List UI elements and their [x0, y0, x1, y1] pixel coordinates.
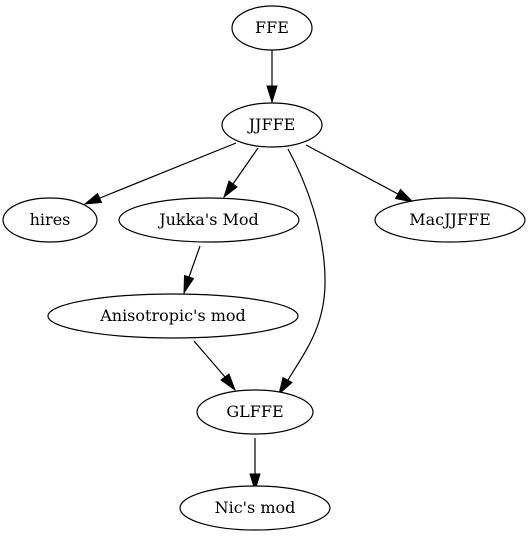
- edge-jjffe-to-hires: [83, 142, 237, 205]
- node-anisotropics-mod: Anisotropic's mod: [47, 293, 299, 339]
- node-label-macjjffe: MacJJFFE: [409, 210, 491, 229]
- node-macjjffe: MacJJFFE: [374, 197, 526, 243]
- edge-ffe-to-jjffe: [266, 50, 278, 104]
- node-label-ffe: FFE: [255, 18, 289, 37]
- node-label-glffe: GLFFE: [226, 402, 283, 421]
- node-label-nics-mod: Nic's mod: [215, 498, 296, 517]
- edge-jjffe-to-jukka: [223, 147, 259, 199]
- node-label-jjffe: JJFFE: [247, 115, 296, 134]
- edge-jukka-to-aniso: [183, 245, 201, 295]
- edge-glffe-to-nic: [249, 438, 261, 492]
- node-jukkas-mod: Jukka's Mod: [118, 197, 300, 243]
- nodes-layer: FFE JJFFE hires Jukka's Mod MacJJFFE Ani…: [2, 5, 526, 531]
- edge-jjffe-to-glffe: [278, 148, 326, 396]
- edge-jjffe-to-macjjffe: [305, 144, 415, 203]
- node-glffe: GLFFE: [196, 389, 314, 435]
- node-label-jukkas-mod: Jukka's Mod: [157, 210, 259, 229]
- edges-layer: [83, 50, 415, 492]
- node-ffe: FFE: [231, 5, 313, 51]
- node-label-anisotropics-mod: Anisotropic's mod: [99, 306, 246, 325]
- edge-aniso-to-glffe: [193, 340, 237, 392]
- node-jjffe: JJFFE: [221, 102, 323, 148]
- node-hires: hires: [2, 197, 98, 243]
- node-nics-mod: Nic's mod: [179, 485, 331, 531]
- node-label-hires: hires: [30, 210, 71, 229]
